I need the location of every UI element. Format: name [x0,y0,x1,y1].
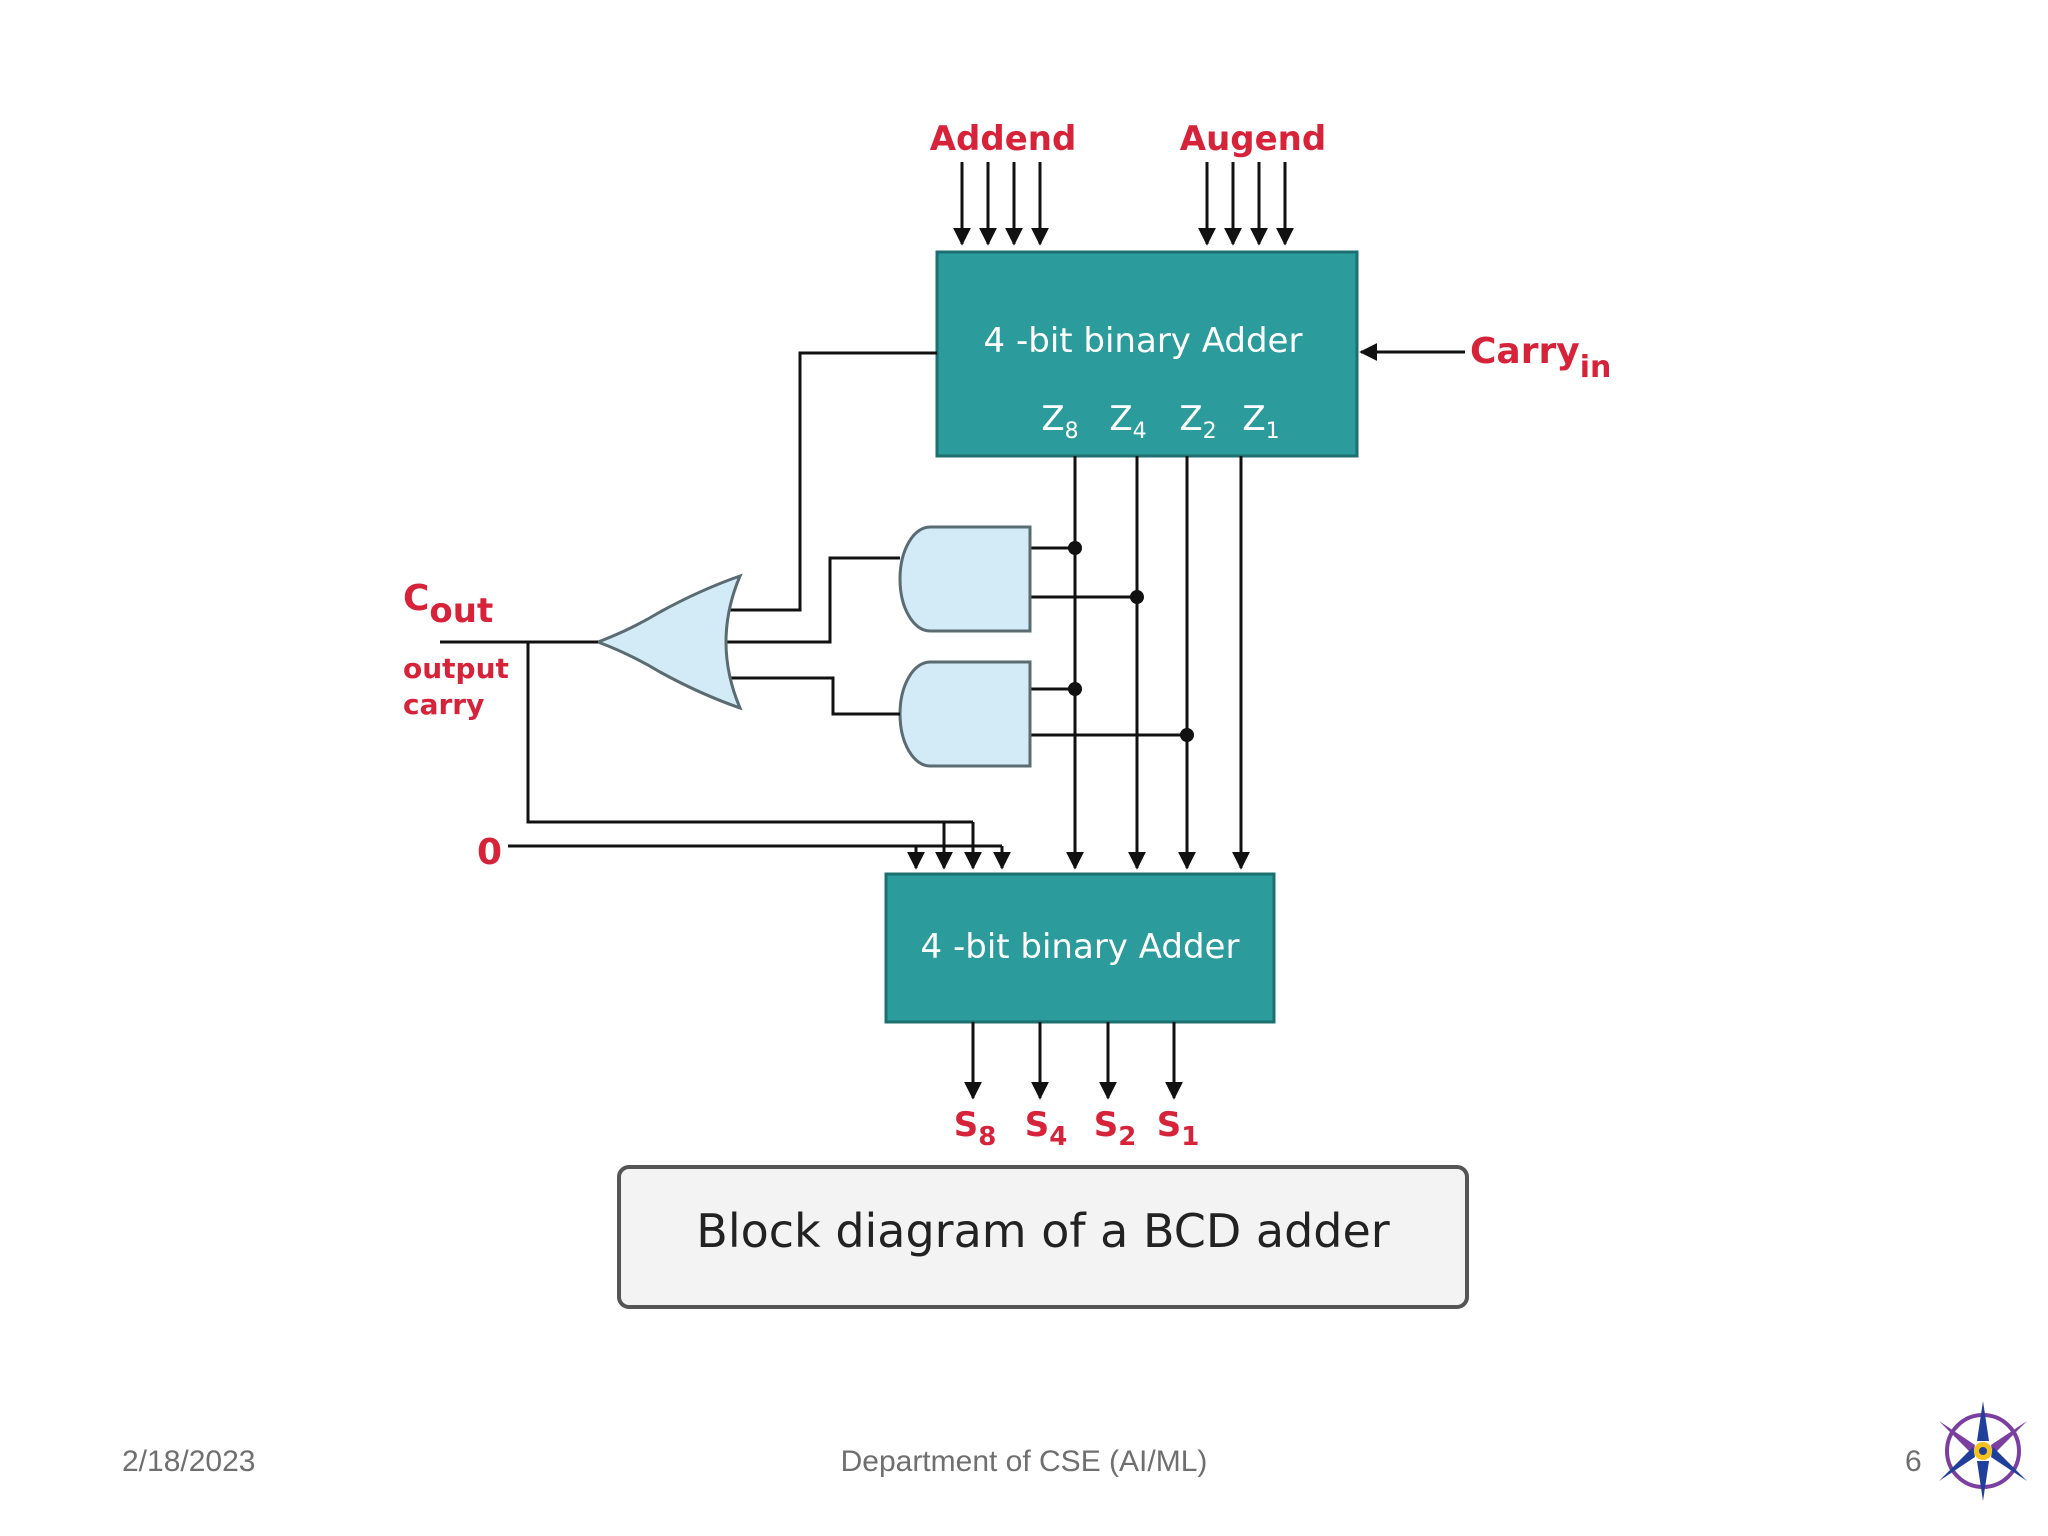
footer-date: 2/18/2023 [122,1445,256,1478]
cout-label: Cout [403,578,493,631]
addend-label: Addend [930,119,1077,159]
institution-logo-icon [1939,1401,2027,1501]
augend-label: Augend [1180,119,1326,159]
bottom-adder-label: 4 -bit binary Adder [921,927,1240,967]
top-adder-label: 4 -bit binary Adder [984,321,1303,361]
s2-label: S2 [1094,1105,1137,1152]
diagram-caption: Block diagram of a BCD adder [696,1204,1390,1258]
and-gate-bottom [898,660,1032,768]
bottom-binary-adder [884,872,1276,1024]
and-gate-top [898,525,1032,633]
z1-label: Z1 [1242,399,1279,444]
z-output-lines [1066,456,1250,870]
top-adder-carry-wire [725,351,937,612]
zero-input-label: 0 [477,832,502,873]
output-carry-label-line2: carry [403,688,484,721]
zero-input-arrows [907,846,1011,870]
and-gate-input-taps [1030,546,1187,737]
sum-output-arrows [964,1022,1183,1100]
footer-department: Department of CSE (AI/ML) [840,1445,1208,1478]
s4-label: S4 [1025,1105,1068,1152]
z4-label: Z4 [1109,399,1146,444]
and-to-or-wires [718,556,900,716]
z2-label: Z2 [1179,399,1216,444]
cout-feedback-wire [526,642,973,824]
s1-label: S1 [1157,1105,1200,1152]
or-gate [593,573,743,711]
z8-label: Z8 [1041,399,1078,444]
augend-input-arrows [1198,162,1294,246]
junction-dots [1068,541,1194,742]
carry-in-label: Carryin [1470,331,1611,385]
caption-box [617,1165,1469,1309]
s8-label: S8 [954,1105,997,1152]
output-carry-label-line1: output [403,652,509,685]
footer-page-number: 6 [1905,1445,1922,1478]
addend-input-arrows [953,162,1049,246]
